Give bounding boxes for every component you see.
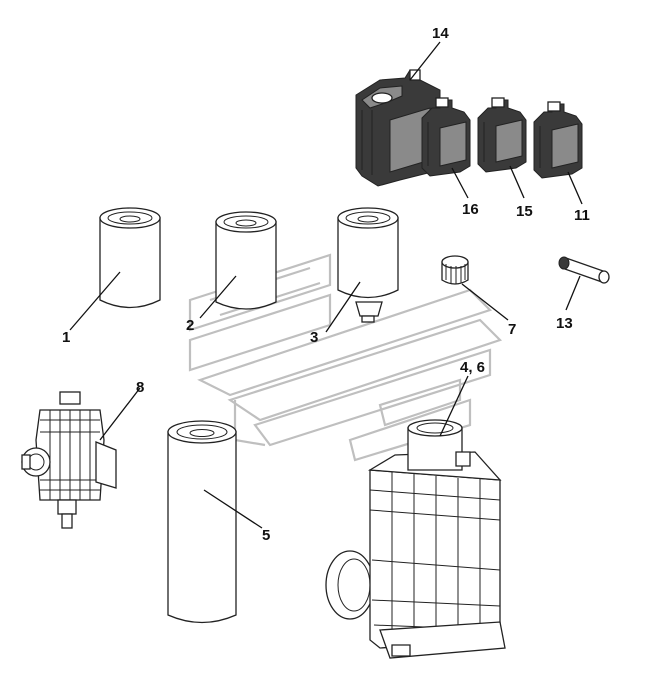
callout-5: 5 bbox=[262, 527, 270, 544]
callout-labels: 1 2 3 4, 6 5 7 8 11 13 14 15 16 bbox=[62, 25, 590, 544]
oil-bottle-11 bbox=[533, 101, 583, 179]
filter-cartridge-2 bbox=[215, 211, 277, 310]
callout-13: 13 bbox=[556, 315, 573, 332]
leader-7 bbox=[461, 283, 509, 321]
callout-7: 7 bbox=[508, 321, 516, 338]
leader-14 bbox=[409, 41, 441, 81]
leader-2 bbox=[199, 275, 237, 319]
leader-16 bbox=[451, 167, 469, 199]
separator-housing-8 bbox=[21, 391, 117, 529]
callout-8: 8 bbox=[136, 379, 144, 396]
callout-3: 3 bbox=[310, 329, 318, 346]
leader-13 bbox=[565, 275, 581, 311]
callout-2: 2 bbox=[186, 317, 194, 334]
hose-13 bbox=[558, 256, 610, 284]
fuel-filter-3 bbox=[337, 207, 399, 323]
callout-16: 16 bbox=[462, 201, 479, 218]
leader-3 bbox=[325, 281, 361, 333]
callout-1: 1 bbox=[62, 329, 70, 346]
leader-15 bbox=[509, 165, 525, 199]
oil-bottle-15 bbox=[477, 97, 527, 173]
leader-1 bbox=[69, 271, 121, 331]
callout-15: 15 bbox=[516, 203, 533, 220]
filter-cartridge-5 bbox=[167, 420, 237, 624]
air-filter-assembly-4-6 bbox=[325, 419, 506, 659]
leader-11 bbox=[567, 171, 583, 205]
callout-11: 11 bbox=[574, 207, 590, 224]
leader-46 bbox=[439, 375, 469, 437]
watermark-logo bbox=[188, 253, 503, 462]
cap-7 bbox=[441, 255, 469, 285]
filter-cartridge-1 bbox=[99, 207, 161, 309]
callout-4-6: 4, 6 bbox=[460, 359, 485, 376]
oil-canister-large bbox=[355, 69, 441, 187]
leader-8 bbox=[99, 387, 141, 441]
callout-14: 14 bbox=[432, 25, 449, 42]
leader-lines bbox=[69, 41, 583, 529]
leader-5 bbox=[203, 489, 263, 529]
oil-bottle-16 bbox=[421, 97, 471, 177]
